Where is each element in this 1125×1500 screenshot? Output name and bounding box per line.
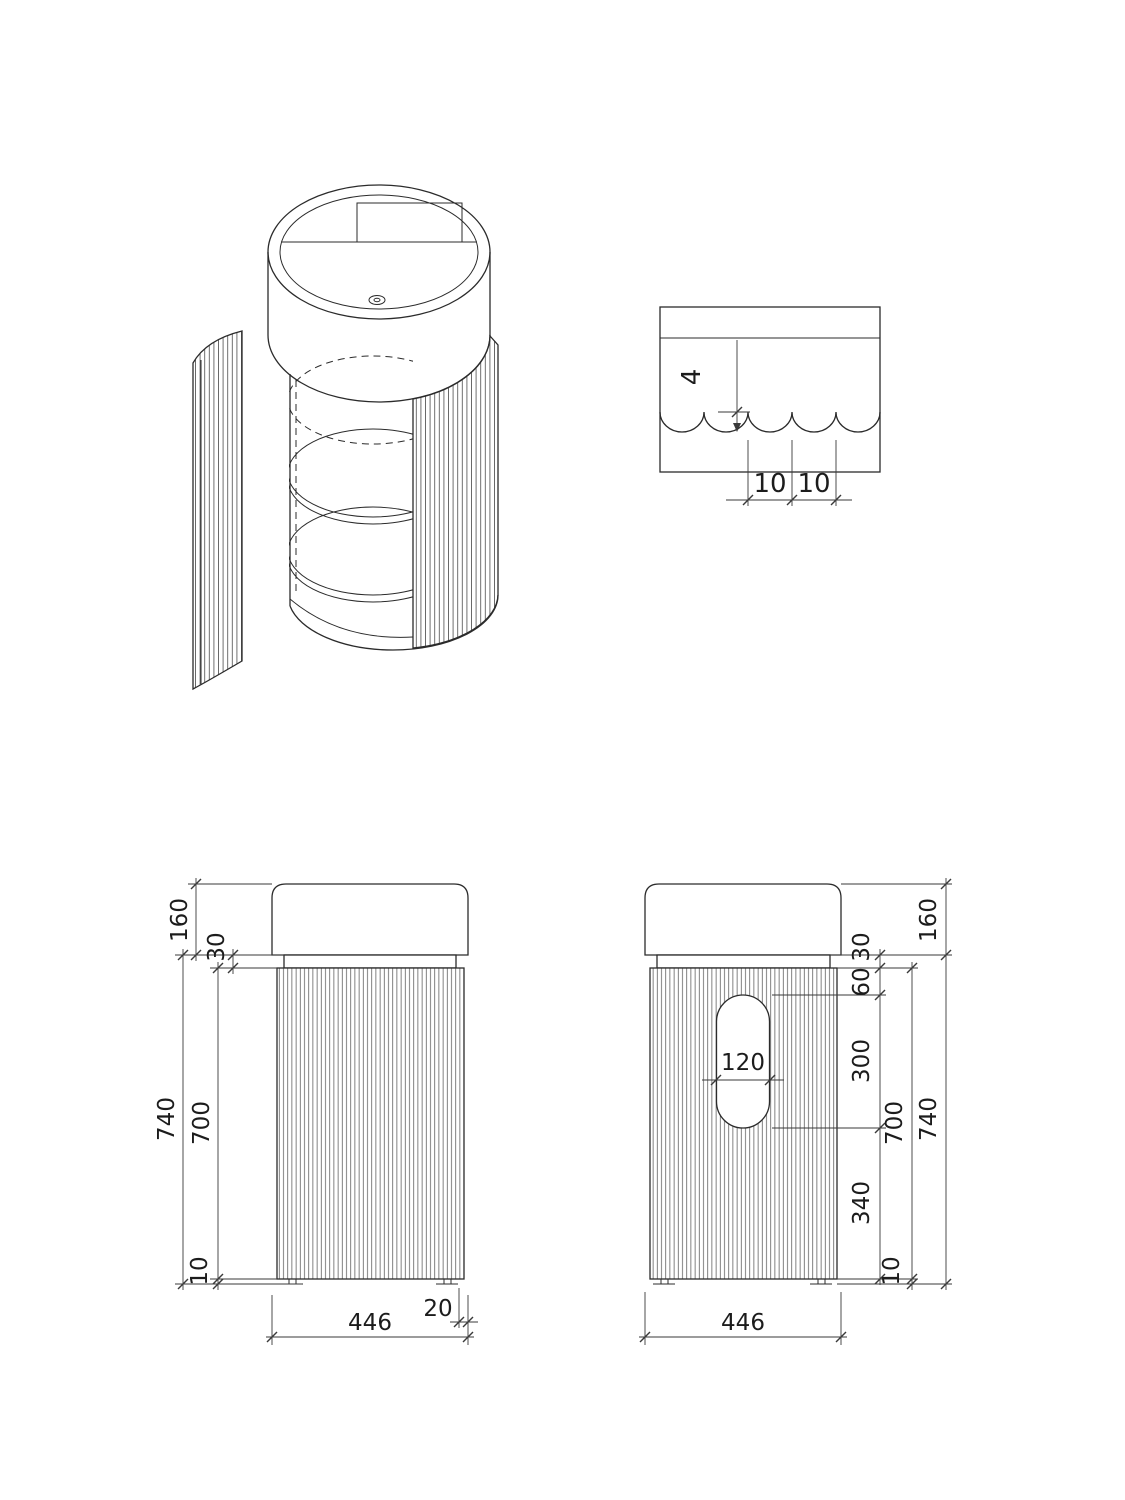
dim-rear-width: 446 [721,1310,765,1336]
dim-front-foot-height: 10 [187,1256,213,1285]
drain-hole [368,295,386,305]
oval-cutout [715,994,771,1129]
dim-rear-top-gap: 30 [849,932,875,961]
cabinet-interior-3d [289,355,499,651]
cabinet-body-front [276,967,465,1280]
dim-front-width: 446 [348,1310,392,1336]
dim-front-body-height: 700 [189,1101,215,1145]
dim-rear-cutout-height: 300 [849,1039,875,1083]
flute-detail-view: 4 10 10 [659,306,881,506]
open-door-3d [192,330,243,691]
dim-front-basin-height: 160 [167,898,193,942]
detail-panel-section [659,306,881,473]
feet-rear [653,1278,832,1285]
dim-flute-pitch-1: 10 [753,469,786,499]
dim-rear-cutout-top-offset: 60 [849,967,875,996]
dim-rear-total-height: 740 [916,1097,942,1141]
rear-elevation-view: 160 30 60 300 340 700 740 10 120 446 [639,878,952,1345]
shelf-3d [289,506,413,596]
shelf-3d [289,428,413,518]
flute-scallop-profile [659,411,881,433]
top-plate-front [283,954,457,969]
basin-rear [644,883,842,956]
dim-front-side-offset: 20 [423,1296,452,1322]
dim-rear-cutout-bottom-offset: 340 [849,1181,875,1225]
dim-front-top-gap: 30 [204,932,230,961]
feet-front [281,1278,458,1285]
top-plate-rear [656,954,831,969]
arrowhead [733,423,741,432]
dim-front-total-height: 740 [154,1097,180,1141]
dim-flute-pitch-2: 10 [797,469,830,499]
isometric-view [192,184,499,691]
dim-flute-depth: 4 [677,369,707,386]
dim-rear-body-height: 700 [882,1101,908,1145]
rear-dimensions: 160 30 60 300 340 700 740 10 120 446 [639,878,952,1345]
basin-deck-panel [356,202,463,242]
front-elevation-view: 160 740 700 30 10 446 20 [154,878,478,1345]
front-dimensions: 160 740 700 30 10 446 20 [154,878,478,1345]
detail-dimensions: 4 10 10 [677,340,852,506]
dim-rear-foot-height: 10 [879,1256,905,1285]
basin-front [271,883,469,956]
basin-3d [267,184,491,403]
dim-rear-basin-height: 160 [916,898,942,942]
dim-rear-cutout-width: 120 [721,1050,765,1076]
